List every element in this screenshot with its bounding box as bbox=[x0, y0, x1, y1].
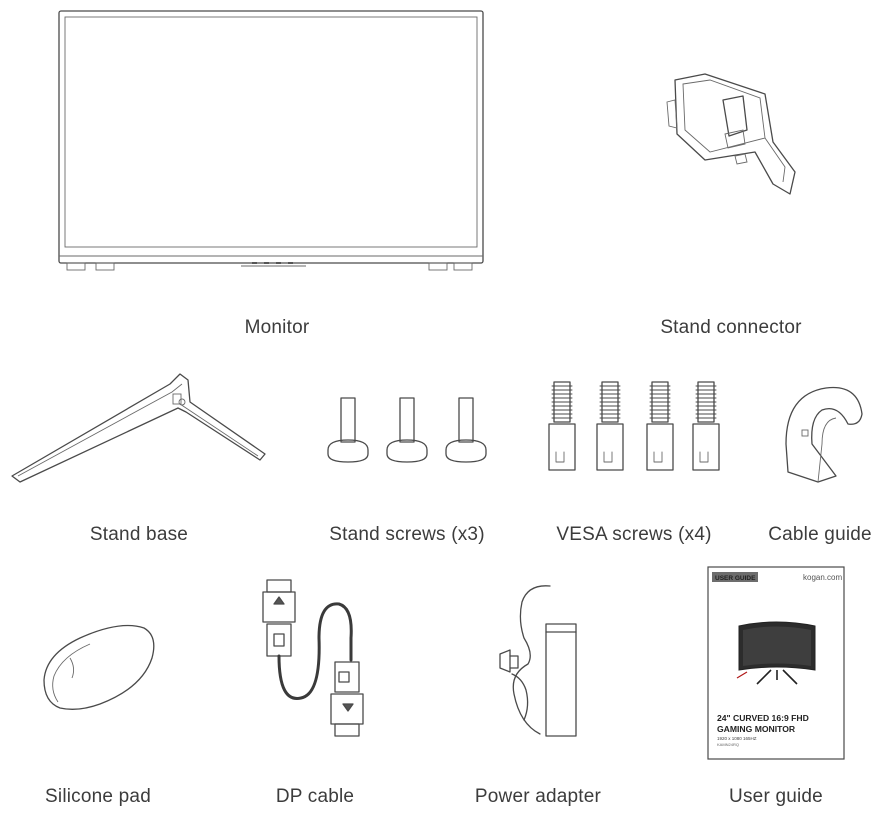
stand-screws-label: Stand screws (x3) bbox=[329, 524, 485, 545]
monitor-label: Monitor bbox=[244, 317, 310, 338]
silicone-pad-illustration bbox=[43, 624, 155, 710]
user-guide-label: User guide bbox=[729, 786, 823, 807]
stand-connector-label: Stand connector bbox=[660, 317, 802, 338]
guide-model: KAMN24RQ bbox=[717, 742, 739, 747]
guide-title-line2: GAMING MONITOR bbox=[717, 724, 796, 734]
stand-base-label: Stand base bbox=[89, 524, 189, 545]
vesa-screws-illustration bbox=[548, 381, 720, 471]
power-adapter-illustration bbox=[499, 585, 577, 737]
power-adapter-label: Power adapter bbox=[474, 786, 602, 807]
guide-brand: kogan.com bbox=[803, 573, 842, 582]
guide-tag: USER GUIDE bbox=[715, 575, 756, 582]
user-guide-illustration: USER GUIDE kogan.com 24" CURVED 16:9 FHD… bbox=[707, 566, 845, 760]
dp-cable-illustration bbox=[262, 579, 364, 737]
dp-cable-label: DP cable bbox=[275, 786, 355, 807]
vesa-screws-label: VESA screws (x4) bbox=[556, 524, 712, 545]
stand-base-illustration bbox=[11, 373, 266, 483]
silicone-pad-label: Silicone pad bbox=[45, 786, 151, 807]
stand-screws-illustration bbox=[327, 397, 487, 463]
cable-guide-label: Cable guide bbox=[768, 524, 872, 545]
guide-title-line1: 24" CURVED 16:9 FHD bbox=[717, 713, 809, 723]
guide-spec: 1920 x 1080 165HZ bbox=[717, 736, 757, 741]
monitor-illustration bbox=[58, 10, 484, 271]
stand-connector-illustration bbox=[666, 73, 796, 195]
cable-guide-illustration bbox=[785, 386, 863, 483]
